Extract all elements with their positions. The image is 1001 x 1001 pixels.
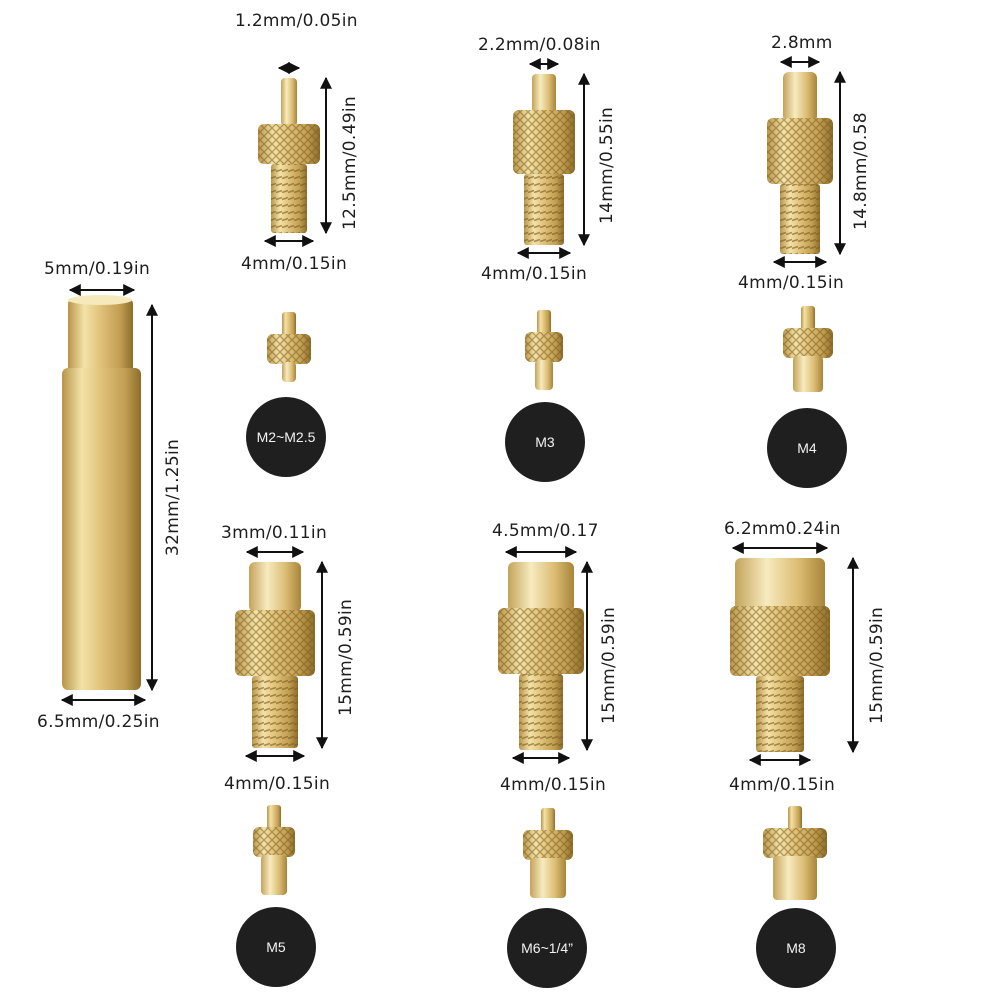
pin-6-thread-width-label: 4mm/0.15in [729, 775, 836, 795]
pin-2-preview-tip [535, 360, 553, 390]
pin-2-length-label: 14mm/0.55in [597, 106, 617, 224]
pin-1-preview [267, 312, 311, 382]
pin-5 [498, 562, 584, 750]
pin-5-thread-width-label: 4mm/0.15in [500, 775, 607, 795]
pin-3-tip [783, 72, 817, 122]
pin-4 [235, 562, 315, 748]
pin-6-knurl [730, 606, 830, 676]
size-badge-m4: M4 [767, 408, 847, 488]
pin-2-preview-knurl [525, 332, 563, 362]
size-badge-m8-label: M8 [786, 940, 806, 956]
size-badge-m8: M8 [756, 908, 836, 988]
pin-3-preview [783, 306, 833, 392]
pin-1-preview-tip [282, 362, 296, 382]
pin-4-thread [252, 676, 298, 748]
pin-6-preview-thread [788, 806, 802, 830]
pin-6-preview [763, 806, 827, 900]
sleeve [62, 295, 141, 690]
pin-5-preview [523, 808, 573, 898]
pin-3 [767, 72, 833, 254]
pin-4-preview-tip [261, 855, 287, 895]
dimension-arrows [60, 56, 859, 766]
pin-2-preview [525, 310, 563, 390]
sleeve-bottom-width-label: 6.5mm/0.25in [37, 712, 160, 732]
pin-4-preview-thread [267, 805, 281, 829]
pin-3-thread-width-label: 4mm/0.15in [738, 273, 845, 293]
pin-6 [730, 558, 830, 752]
pin-6-length-label: 15mm/0.59in [867, 606, 887, 724]
pin-4-knurl [235, 610, 315, 676]
sleeve-top-width-label: 5mm/0.19in [44, 259, 151, 279]
pin-4-preview [253, 805, 295, 895]
pin-3-knurl [767, 118, 833, 184]
size-badge-m5-label: M5 [266, 939, 286, 955]
sleeve-length-label: 32mm/1.25in [163, 438, 183, 556]
pin-4-preview-knurl [253, 827, 295, 857]
pin-5-preview-knurl [523, 830, 573, 860]
pin-1-thread [271, 164, 307, 233]
pin-5-length-label: 15mm/0.59in [599, 606, 619, 724]
size-badge-m4-label: M4 [797, 440, 817, 456]
pin-2-knurl [513, 110, 575, 174]
sleeve-rim [68, 295, 132, 305]
pin-5-tip [508, 562, 574, 612]
pin-2-thread [524, 174, 564, 245]
sleeve-upper [68, 298, 133, 378]
sleeve-lower [62, 368, 141, 690]
size-badge-m2: M2~M2.5 [246, 397, 326, 477]
pin-5-knurl [498, 608, 584, 674]
size-badge-m3-label: M3 [535, 434, 555, 450]
pin-2-tip [532, 74, 556, 114]
pin-1-tip [281, 78, 297, 126]
size-badge-m6: M6~1/4” [507, 908, 587, 988]
pin-1-preview-thread [282, 312, 296, 336]
pin-3-preview-thread [801, 306, 815, 330]
size-badge-m2-label: M2~M2.5 [256, 429, 316, 445]
pin-1-tip-width-label: 1.2mm/0.05in [235, 11, 358, 31]
pin-2-thread-width-label: 4mm/0.15in [481, 264, 588, 284]
pin-6-preview-knurl [763, 828, 827, 858]
pin-1-length-label: 12.5mm/0.49in [340, 96, 360, 230]
pin-2-tip-width-label: 2.2mm/0.08in [478, 35, 601, 55]
pin-6-tip [735, 558, 825, 618]
pin-2-preview-thread [537, 310, 551, 334]
pin-3-preview-knurl [783, 328, 833, 358]
pin-5-preview-tip [530, 858, 566, 898]
pin-5-tip-width-label: 4.5mm/0.17 [492, 521, 599, 541]
pin-3-tip-width-label: 2.8mm [771, 33, 833, 53]
pin-4-tip-width-label: 3mm/0.11in [221, 523, 328, 543]
pin-5-preview-thread [541, 808, 555, 832]
pin-5-thread [519, 674, 563, 750]
pin-4-thread-width-label: 4mm/0.15in [224, 774, 331, 794]
pin-4-length-label: 15mm/0.59in [336, 598, 356, 716]
pin-2 [513, 74, 575, 245]
size-badge-m3: M3 [505, 402, 585, 482]
pin-6-tip-width-label: 6.2mm0.24in [724, 519, 841, 539]
brass-parts [62, 72, 833, 900]
pin-1 [258, 78, 320, 233]
size-badge-m6-label: M6~1/4” [521, 940, 573, 956]
pin-6-preview-tip [773, 856, 817, 900]
pin-1-thread-width-label: 4mm/0.15in [241, 254, 348, 274]
pin-1-preview-knurl [267, 334, 311, 364]
pin-3-preview-tip [793, 356, 823, 392]
size-badge-m5: M5 [236, 907, 316, 987]
pin-1-knurl [258, 124, 320, 164]
pin-6-thread [756, 676, 804, 752]
pin-3-length-label: 14.8mm/0.58 [851, 112, 871, 230]
pin-3-thread [780, 184, 820, 254]
pin-4-tip [249, 562, 301, 612]
